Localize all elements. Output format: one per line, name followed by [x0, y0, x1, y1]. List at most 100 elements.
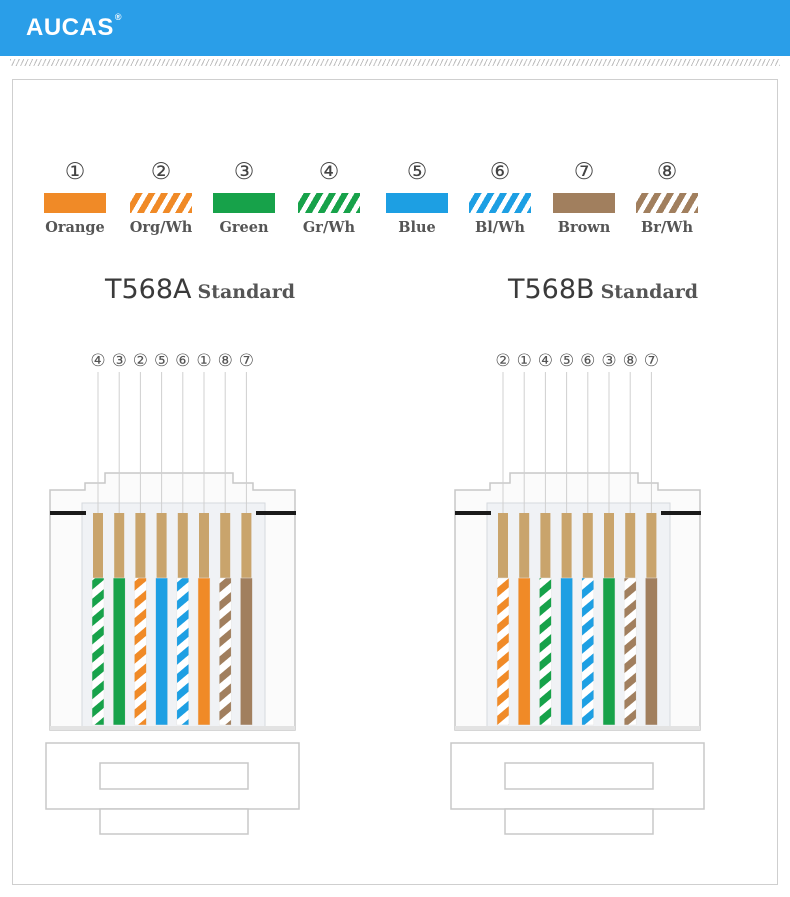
wire-green-white	[539, 577, 552, 726]
brand-name: AUCAS	[26, 14, 114, 41]
pin-number: ⑦	[239, 351, 254, 371]
legend-number: ⑦	[573, 159, 595, 185]
legend-swatch	[386, 193, 448, 213]
wire-orange-white	[496, 577, 510, 726]
plug-cavity	[486, 502, 671, 728]
legend-swatch	[213, 193, 275, 213]
wire-brown	[645, 577, 658, 726]
pin-number: ①	[517, 351, 532, 371]
legend-label: Br/Wh	[640, 219, 694, 236]
legend-item: ④ Gr/Wh	[289, 158, 369, 236]
plug-window	[504, 762, 654, 790]
latch-line-right	[256, 511, 296, 515]
gold-contact	[519, 513, 530, 580]
legend-number: ②	[150, 159, 172, 185]
legend-item: ⑦ Brown	[544, 158, 624, 236]
legend-label: Brown	[557, 219, 611, 236]
standard-word: Standard	[197, 281, 296, 303]
legend-number: ③	[233, 159, 255, 185]
legend-item: ⑧ Br/Wh	[627, 158, 707, 236]
standard-code: T568B	[508, 274, 595, 305]
legend-number: ④	[318, 159, 340, 185]
gold-contact	[561, 513, 572, 580]
gold-contact	[220, 513, 231, 580]
pin-number: ⑧	[623, 351, 638, 371]
pin-number: ②	[133, 351, 148, 371]
legend-number: ⑤	[406, 159, 428, 185]
gold-contact	[241, 513, 252, 580]
pin-number: ②	[495, 351, 510, 371]
gold-contact	[93, 513, 103, 580]
legend-number: ①	[64, 159, 86, 185]
gold-contact	[177, 513, 188, 580]
pin-number: ⑦	[644, 351, 659, 371]
latch-line-right	[661, 511, 701, 515]
plug-window	[99, 762, 249, 790]
wire-orange-white	[134, 577, 147, 726]
legend-label: Bl/Wh	[475, 219, 525, 236]
gold-contact	[498, 513, 508, 580]
plug-cavity	[81, 502, 266, 728]
wire-orange	[517, 577, 531, 726]
legend-label: Orange	[45, 219, 105, 236]
legend-number: ⑧	[656, 159, 678, 185]
legend-swatch	[130, 193, 192, 213]
plug-tail	[99, 808, 249, 835]
latch-line-left	[455, 511, 491, 515]
legend-swatch	[636, 193, 698, 213]
pin-number: ①	[196, 351, 211, 371]
wire-brown	[240, 577, 253, 726]
wire-green	[112, 577, 126, 726]
header-bar: AUCAS®	[0, 0, 790, 56]
legend-item: ⑥ Bl/Wh	[460, 158, 540, 236]
hatch-divider	[10, 59, 780, 66]
gold-contact	[199, 513, 209, 580]
legend-swatch	[469, 193, 531, 213]
pin-number: ④	[90, 351, 105, 371]
wire-orange	[197, 577, 211, 726]
standard-code: T568A	[105, 274, 192, 305]
wire-blue	[155, 577, 168, 726]
pin-number: ④	[538, 351, 553, 371]
wire-blue-white	[176, 577, 190, 726]
wire-green-white	[91, 577, 105, 726]
wire-blue	[560, 577, 573, 726]
pin-number: ⑤	[154, 351, 169, 371]
pin-number: ⑧	[218, 351, 233, 371]
gold-contact	[582, 513, 593, 580]
legend-item: ① Orange	[35, 158, 115, 236]
gold-contact	[135, 513, 146, 580]
legend-item: ③ Green	[204, 158, 284, 236]
legend-swatch	[44, 193, 106, 213]
wire-blue-white	[581, 577, 595, 726]
wire-green	[602, 577, 616, 726]
legend-item: ② Org/Wh	[121, 158, 201, 236]
pin-number: ⑤	[559, 351, 574, 371]
latch-line-left	[50, 511, 86, 515]
legend-label: Green	[219, 219, 269, 236]
plug-bottom-strip	[50, 726, 295, 730]
legend-label: Org/Wh	[129, 219, 193, 236]
gold-contact	[646, 513, 657, 580]
standard-word: Standard	[600, 281, 699, 303]
registered-mark: ®	[114, 12, 122, 22]
legend-label: Gr/Wh	[302, 219, 356, 236]
brand-logo: AUCAS®	[26, 12, 122, 42]
diagram-frame	[12, 79, 778, 885]
pin-number: ③	[112, 351, 127, 371]
pin-number: ⑥	[175, 351, 190, 371]
pin-number: ⑥	[580, 351, 595, 371]
legend-swatch	[298, 193, 360, 213]
pin-number: ③	[601, 351, 616, 371]
legend-number: ⑥	[489, 159, 511, 185]
plug-tail	[504, 808, 654, 835]
gold-contact	[540, 513, 551, 580]
plug-bottom-strip	[455, 726, 700, 730]
legend-item: ⑤ Blue	[377, 158, 457, 236]
wire-brown-white	[623, 577, 637, 726]
